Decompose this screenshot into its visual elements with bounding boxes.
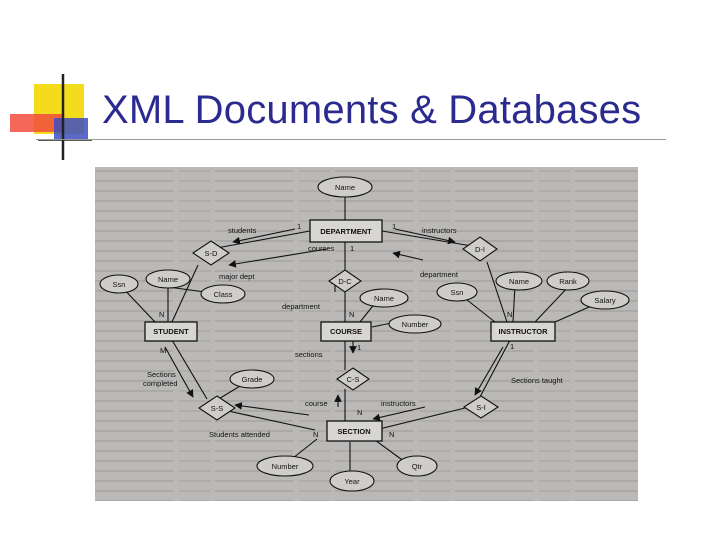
card-dept-instructors: 1 bbox=[392, 222, 396, 231]
attribute-student-ssn: Ssn bbox=[99, 274, 139, 294]
attribute-grade: Grade bbox=[229, 369, 275, 389]
card-section-n-left: N bbox=[313, 430, 318, 439]
direction-arrows bbox=[164, 228, 504, 422]
svg-text:S-D: S-D bbox=[205, 249, 219, 258]
card-student-m: M bbox=[160, 346, 166, 355]
attribute-instructor-ssn: Ssn bbox=[436, 282, 478, 302]
svg-text:Number: Number bbox=[272, 462, 299, 471]
svg-text:Name: Name bbox=[158, 275, 178, 284]
svg-text:C-S: C-S bbox=[347, 375, 360, 384]
label-courses: courses bbox=[308, 244, 335, 253]
attribute-student-name: Name bbox=[145, 269, 191, 289]
svg-text:Number: Number bbox=[402, 320, 429, 329]
attribute-student-class: Class bbox=[200, 284, 246, 304]
attribute-course-name: Name bbox=[359, 288, 409, 308]
entity-section: SECTION bbox=[326, 420, 383, 442]
svg-text:D-I: D-I bbox=[475, 245, 485, 254]
card-section-n-top: N bbox=[357, 408, 362, 417]
svg-text:Grade: Grade bbox=[242, 375, 263, 384]
card-course-n: N bbox=[349, 310, 354, 319]
title-divider bbox=[36, 139, 666, 140]
attribute-instructor-name: Name bbox=[495, 271, 543, 291]
relationship-d-c: D-C bbox=[328, 269, 362, 293]
svg-text:Name: Name bbox=[335, 183, 355, 192]
relationship-d-i: D-I bbox=[462, 236, 498, 262]
svg-text:STUDENT: STUDENT bbox=[153, 327, 189, 336]
svg-text:Class: Class bbox=[214, 290, 233, 299]
svg-text:Qtr: Qtr bbox=[412, 462, 423, 471]
svg-text:COURSE: COURSE bbox=[330, 327, 362, 336]
attribute-dept-name: Name bbox=[317, 176, 373, 198]
entity-course: COURSE bbox=[320, 321, 372, 342]
svg-text:Rank: Rank bbox=[559, 277, 577, 286]
card-section-n-right: N bbox=[389, 430, 394, 439]
red-square bbox=[10, 114, 62, 132]
svg-text:D-C: D-C bbox=[338, 277, 352, 286]
attribute-instructor-rank: Rank bbox=[546, 271, 590, 291]
label-students: students bbox=[228, 226, 257, 235]
svg-text:Ssn: Ssn bbox=[113, 280, 126, 289]
svg-text:Salary: Salary bbox=[594, 296, 616, 305]
attribute-instructor-salary: Salary bbox=[580, 290, 630, 310]
entity-student: STUDENT bbox=[144, 321, 198, 342]
svg-text:S-S: S-S bbox=[211, 404, 224, 413]
label-department-instructor: department bbox=[420, 270, 459, 279]
card-instructor-n: N bbox=[507, 310, 512, 319]
relationship-s-d: S-D bbox=[192, 240, 230, 266]
attribute-qtr: Qtr bbox=[396, 455, 438, 477]
label-course: course bbox=[305, 399, 328, 408]
entity-instructor: INSTRUCTOR bbox=[490, 321, 556, 342]
cardinality-labels: 1 1 1 N N N 1 M 1 N N N bbox=[159, 222, 514, 439]
label-students-attended: Students attended bbox=[209, 430, 270, 439]
attribute-section-number: Number bbox=[256, 455, 314, 477]
svg-text:Ssn: Ssn bbox=[451, 288, 464, 297]
relationship-c-s: C-S bbox=[336, 367, 370, 391]
label-sections-completed-2: completed bbox=[143, 379, 178, 388]
label-sections-completed-1: Sections bbox=[147, 370, 176, 379]
svg-text:Name: Name bbox=[509, 277, 529, 286]
entity-department: DEPARTMENT bbox=[309, 219, 383, 243]
card-dept-students: 1 bbox=[297, 222, 301, 231]
label-major-dept: major dept bbox=[219, 272, 255, 281]
card-course-1: 1 bbox=[357, 343, 361, 352]
svg-text:DEPARTMENT: DEPARTMENT bbox=[320, 227, 372, 236]
slide-title: XML Documents & Databases bbox=[102, 88, 642, 132]
svg-text:SECTION: SECTION bbox=[337, 427, 370, 436]
relationship-s-i: S-I bbox=[462, 395, 500, 419]
label-instructors: instructors bbox=[422, 226, 457, 235]
svg-text:INSTRUCTOR: INSTRUCTOR bbox=[498, 327, 548, 336]
card-dept-courses: 1 bbox=[350, 244, 354, 253]
er-diagram-scan: DEPARTMENT COURSE STUDENT INSTRUCTOR SEC… bbox=[95, 167, 638, 501]
edge-labels: students instructors courses major dept … bbox=[143, 226, 564, 439]
label-sections-taught: Sections taught bbox=[511, 376, 564, 385]
label-sections: sections bbox=[295, 350, 323, 359]
svg-text:Name: Name bbox=[374, 294, 394, 303]
attribute-course-number: Number bbox=[388, 314, 442, 334]
card-instructor-1: 1 bbox=[510, 342, 514, 351]
decorative-squares-logo bbox=[10, 74, 92, 160]
card-student-n: N bbox=[159, 310, 164, 319]
label-department-course: department bbox=[282, 302, 321, 311]
svg-text:S-I: S-I bbox=[476, 403, 486, 412]
attribute-year: Year bbox=[329, 470, 375, 492]
label-instructors-section: instructors bbox=[381, 399, 416, 408]
relationship-s-s: S-S bbox=[198, 395, 236, 421]
blue-square bbox=[54, 118, 88, 140]
svg-text:Year: Year bbox=[344, 477, 360, 486]
